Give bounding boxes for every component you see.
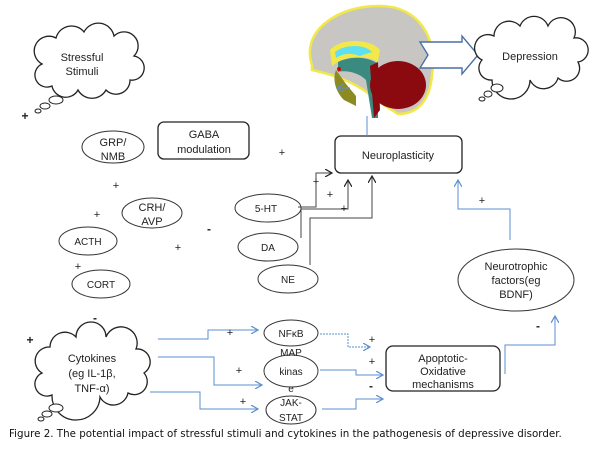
5ht-node: 5-HT <box>234 193 302 223</box>
sign: + <box>341 203 347 215</box>
sign: + <box>313 176 319 188</box>
sign: + <box>175 242 181 254</box>
cytokines-cloud: Cytokines (eg IL-1β, TNF-α) <box>34 321 151 422</box>
neuroplasticity-box: Neuroplasticity <box>334 135 463 174</box>
map-apoptotic-arrow <box>320 369 383 375</box>
sign: + <box>227 327 233 339</box>
sign: + <box>369 334 375 346</box>
depression-cloud: Depression <box>473 15 589 102</box>
cort-node: CORT <box>71 269 131 299</box>
sign: + <box>94 209 100 221</box>
apoptotic-label-3: mechanisms <box>412 379 474 391</box>
grp-nmb-node: GRP/ NMB <box>81 130 145 164</box>
sign: + <box>75 261 81 273</box>
da-node: DA <box>237 232 299 262</box>
cytokines-label-3: TNF-α) <box>74 383 109 395</box>
gaba-modulation-box: GABA modulation <box>157 121 250 160</box>
ne-arrow <box>309 176 372 265</box>
stressful-stimuli-cloud: Stressful Stimuli <box>33 22 145 114</box>
sign: - <box>369 379 373 393</box>
neurotrophic-label-2: factors(eg <box>492 275 541 287</box>
nfkb-apoptotic-arrow <box>320 333 370 347</box>
sign: + <box>327 189 333 201</box>
cytokines-label-2: (eg IL-1β, <box>68 368 115 380</box>
gaba-label-2: modulation <box>177 144 231 156</box>
sign: - <box>536 319 540 333</box>
acth-label: ACTH <box>74 237 101 248</box>
cort-label: CORT <box>87 280 115 291</box>
sign: + <box>479 195 485 207</box>
nmb-label: NMB <box>101 151 125 163</box>
apoptotic-label-2: Oxidative <box>420 366 466 378</box>
cytokine-jak-arrow <box>150 391 258 409</box>
sign: + <box>26 333 33 347</box>
sign: + <box>369 356 375 368</box>
5ht-label: 5-HT <box>255 204 277 215</box>
ne-node: NE <box>257 264 319 294</box>
map-kinase-node: MAP kinas e <box>263 348 319 395</box>
sign: + <box>240 396 246 408</box>
stressful-stimuli-label-2: Stimuli <box>65 66 98 78</box>
neurotrophic-arrow <box>458 180 511 240</box>
sign: - <box>93 311 97 325</box>
acth-node: ACTH <box>58 226 118 256</box>
5ht-arrow <box>298 173 332 208</box>
jak-apoptotic-arrow <box>322 399 383 410</box>
neurotrophic-factors-node: Neurotrophic factors(eg BDNF) <box>457 248 575 312</box>
grp-label: GRP/ <box>100 137 128 149</box>
stressful-stimuli-label: Stressful <box>61 52 104 64</box>
cytokine-nfkb-arrow <box>158 330 258 340</box>
jak-stat-node: JAK- STAT <box>265 395 317 425</box>
depression-label: Depression <box>502 51 558 63</box>
monoamine-arrows <box>298 173 372 265</box>
figure-caption: Figure 2. The potential impact of stress… <box>9 428 562 440</box>
map-label: MAP <box>280 348 302 359</box>
sign: + <box>21 109 28 123</box>
da-arrow <box>300 180 348 238</box>
cytokines-label: Cytokines <box>68 353 117 365</box>
jak-label: JAK- <box>280 398 302 409</box>
brain-illustration <box>308 4 435 118</box>
sign: + <box>279 147 285 159</box>
stat-label: STAT <box>279 413 303 424</box>
crh-avp-node: CRH/ AVP <box>121 197 183 229</box>
map-label-2: kinas <box>279 367 302 378</box>
nfkb-label: NFκB <box>279 329 304 340</box>
da-label: DA <box>261 243 275 254</box>
apoptotic-neurotrophic-arrow <box>504 316 555 374</box>
sign: + <box>236 365 242 377</box>
crh-label: CRH/ <box>139 202 167 214</box>
brain-to-depression-arrow <box>418 34 479 76</box>
sign: - <box>207 222 211 236</box>
gaba-label: GABA <box>189 129 220 141</box>
map-label-3: e <box>288 384 294 395</box>
nfkb-node: NFκB <box>263 319 319 347</box>
sign: + <box>113 180 119 192</box>
cytokine-map-arrow <box>158 356 262 385</box>
cytokine-arrows <box>150 316 555 409</box>
neurotrophic-label-3: BDNF) <box>499 289 533 301</box>
neuroplasticity-label: Neuroplasticity <box>362 150 435 162</box>
ne-label: NE <box>281 275 295 286</box>
avp-label: AVP <box>141 216 162 228</box>
neurotrophic-label: Neurotrophic <box>485 261 548 273</box>
apoptotic-label: Apoptotic- <box>418 353 468 365</box>
apoptotic-box: Apoptotic- Oxidative mechanisms <box>385 345 501 392</box>
